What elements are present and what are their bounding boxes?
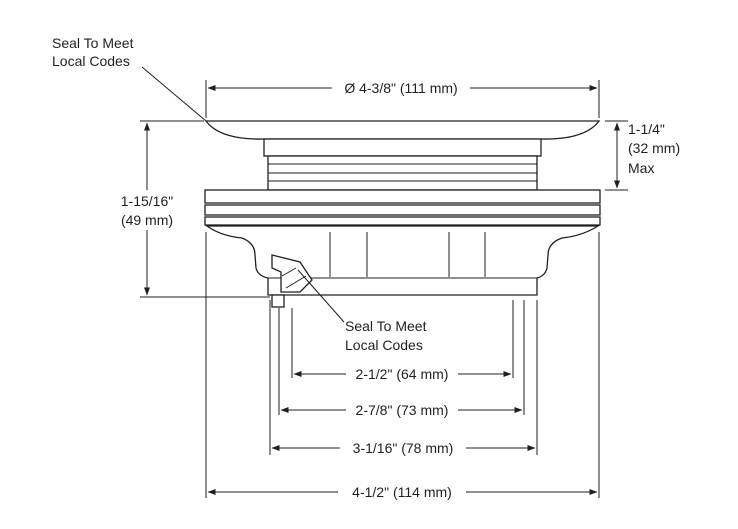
max-height-label-line3: Max	[628, 160, 654, 176]
seal-detail	[281, 267, 297, 277]
width-64-label: 2-1/2" (64 mm)	[356, 366, 449, 382]
rubber-gasket	[204, 204, 601, 216]
seal-top-label-line2: Local Codes	[52, 53, 130, 69]
top-flange	[204, 120, 601, 140]
overall-height-label-line2: (49 mm)	[121, 212, 173, 228]
max-height-label-line2: (32 mm)	[628, 140, 680, 156]
bottom-seal	[271, 254, 313, 293]
seal-top-leader	[141, 66, 207, 122]
width-78-label: 3-1/16" (78 mm)	[353, 440, 454, 456]
seal-detail	[285, 275, 307, 289]
width-114-label: 4-1/2" (114 mm)	[352, 484, 452, 500]
seal-bottom-leader	[297, 269, 345, 323]
friction-washer	[204, 189, 601, 204]
max-height-label-line1: 1-1/4"	[628, 121, 665, 137]
seal-top-label-line1: Seal To Meet	[52, 35, 134, 51]
locknut-ring	[204, 216, 601, 226]
seal-bottom-label-line1: Seal To Meet	[345, 318, 427, 334]
drain-body	[204, 120, 601, 308]
overall-height-label-line1: 1-15/16"	[121, 193, 173, 209]
extension-lines	[140, 80, 628, 498]
upper-body	[263, 138, 542, 157]
seal-bottom-label-line2: Local Codes	[345, 337, 423, 353]
flange-diameter-label: Ø 4-3/8" (111 mm)	[344, 80, 457, 96]
width-73-label: 2-7/8" (73 mm)	[356, 402, 449, 418]
dimension-lines	[144, 85, 620, 495]
tailpiece-stub	[271, 294, 285, 308]
lower-housing	[204, 225, 601, 296]
